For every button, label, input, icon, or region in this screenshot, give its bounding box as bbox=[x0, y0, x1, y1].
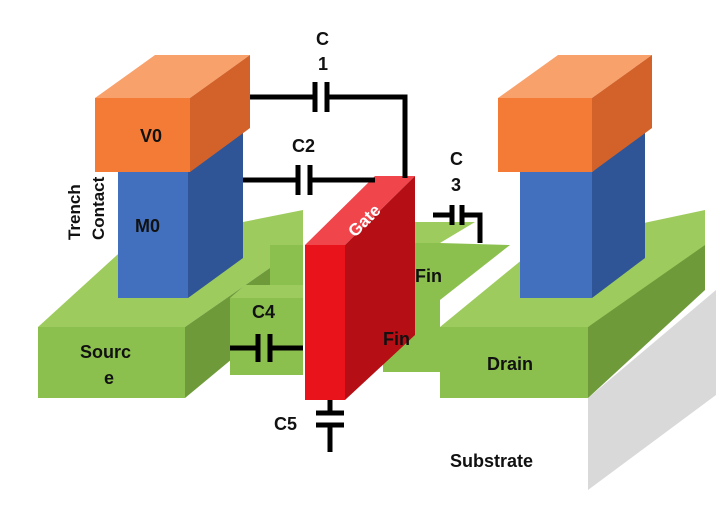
substrate-label: Substrate bbox=[450, 451, 533, 471]
v0-block bbox=[95, 55, 250, 172]
trench-contact-label: Trench Contact bbox=[65, 176, 108, 240]
c4-label: C4 bbox=[252, 302, 275, 322]
c1-label-line-2: 1 bbox=[318, 54, 328, 74]
m0-label: M0 bbox=[135, 216, 160, 236]
trench-contact-line-2: Contact bbox=[89, 176, 108, 240]
right-v0-block bbox=[498, 55, 652, 172]
drain-label: Drain bbox=[487, 354, 533, 374]
gate-block bbox=[305, 176, 415, 400]
source-label-line-1: Sourc bbox=[80, 342, 131, 362]
fin-lower-label: Fin bbox=[383, 329, 410, 349]
c2-label: C2 bbox=[292, 136, 315, 156]
capacitor-wiring bbox=[230, 82, 483, 452]
trench-contact-line-1: Trench bbox=[65, 184, 84, 240]
v0-label: V0 bbox=[140, 126, 162, 146]
c1-label-line-1: C bbox=[316, 29, 329, 49]
fin-left-back bbox=[230, 245, 303, 375]
substrate-block bbox=[470, 290, 716, 490]
source-label-line-2: e bbox=[104, 368, 114, 388]
c3-label-line-2: 3 bbox=[451, 175, 461, 195]
fin-upper-label: Fin bbox=[415, 266, 442, 286]
c5-label: C5 bbox=[274, 414, 297, 434]
m0-block bbox=[118, 120, 243, 298]
c3-label-line-1: C bbox=[450, 149, 463, 169]
right-m0-block bbox=[520, 128, 645, 298]
